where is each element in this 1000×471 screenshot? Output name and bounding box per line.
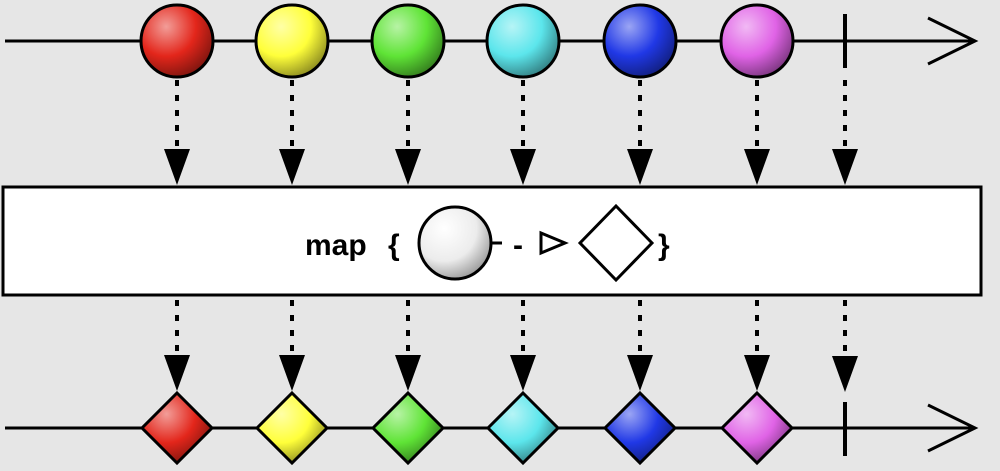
lower-arrow-1 — [164, 300, 190, 391]
input-marbles — [139, 3, 795, 79]
upper-arrow-1 — [164, 80, 190, 185]
input-to-operator-arrows — [164, 80, 858, 185]
operator-close-brace: } — [658, 229, 670, 262]
input-marble-red — [139, 3, 215, 79]
upper-arrow-6 — [744, 80, 770, 185]
lower-arrow-3 — [395, 300, 421, 391]
output-diamond-green — [370, 390, 446, 466]
operator-box: map { - } — [1, 185, 983, 297]
input-timeline-arrowhead — [927, 16, 979, 66]
input-marble-yellow — [254, 3, 330, 79]
input-marble-blue — [602, 3, 678, 79]
output-shape-diamond-icon — [577, 203, 655, 283]
upper-arrow-4 — [510, 80, 536, 185]
lower-arrow-2 — [279, 300, 305, 391]
transform-arrow-head-icon — [539, 230, 569, 256]
output-diamond-red — [139, 390, 215, 466]
output-marbles — [139, 390, 795, 466]
transform-arrow-dash: - — [513, 229, 523, 262]
lower-arrow-4 — [510, 300, 536, 391]
output-timeline-arrowhead — [927, 403, 979, 453]
input-shape-circle-icon — [417, 205, 493, 281]
input-marble-magenta — [719, 3, 795, 79]
lower-arrow-5 — [627, 300, 653, 391]
output-diamond-yellow — [254, 390, 330, 466]
upper-arrow-3 — [395, 80, 421, 185]
output-diamond-magenta — [719, 390, 795, 466]
input-marble-cyan — [485, 3, 561, 79]
input-marble-green — [370, 3, 446, 79]
operator-open-brace: { — [388, 229, 400, 262]
operator-to-output-arrows — [164, 300, 858, 392]
output-diamond-blue — [602, 390, 678, 466]
output-diamond-cyan — [485, 390, 561, 466]
upper-arrow-2 — [279, 80, 305, 185]
completion-arrow-upper — [832, 80, 858, 185]
upper-arrow-5 — [627, 80, 653, 185]
lower-arrow-6 — [744, 300, 770, 391]
operator-name: map — [305, 229, 367, 262]
completion-arrow-lower — [832, 300, 858, 392]
